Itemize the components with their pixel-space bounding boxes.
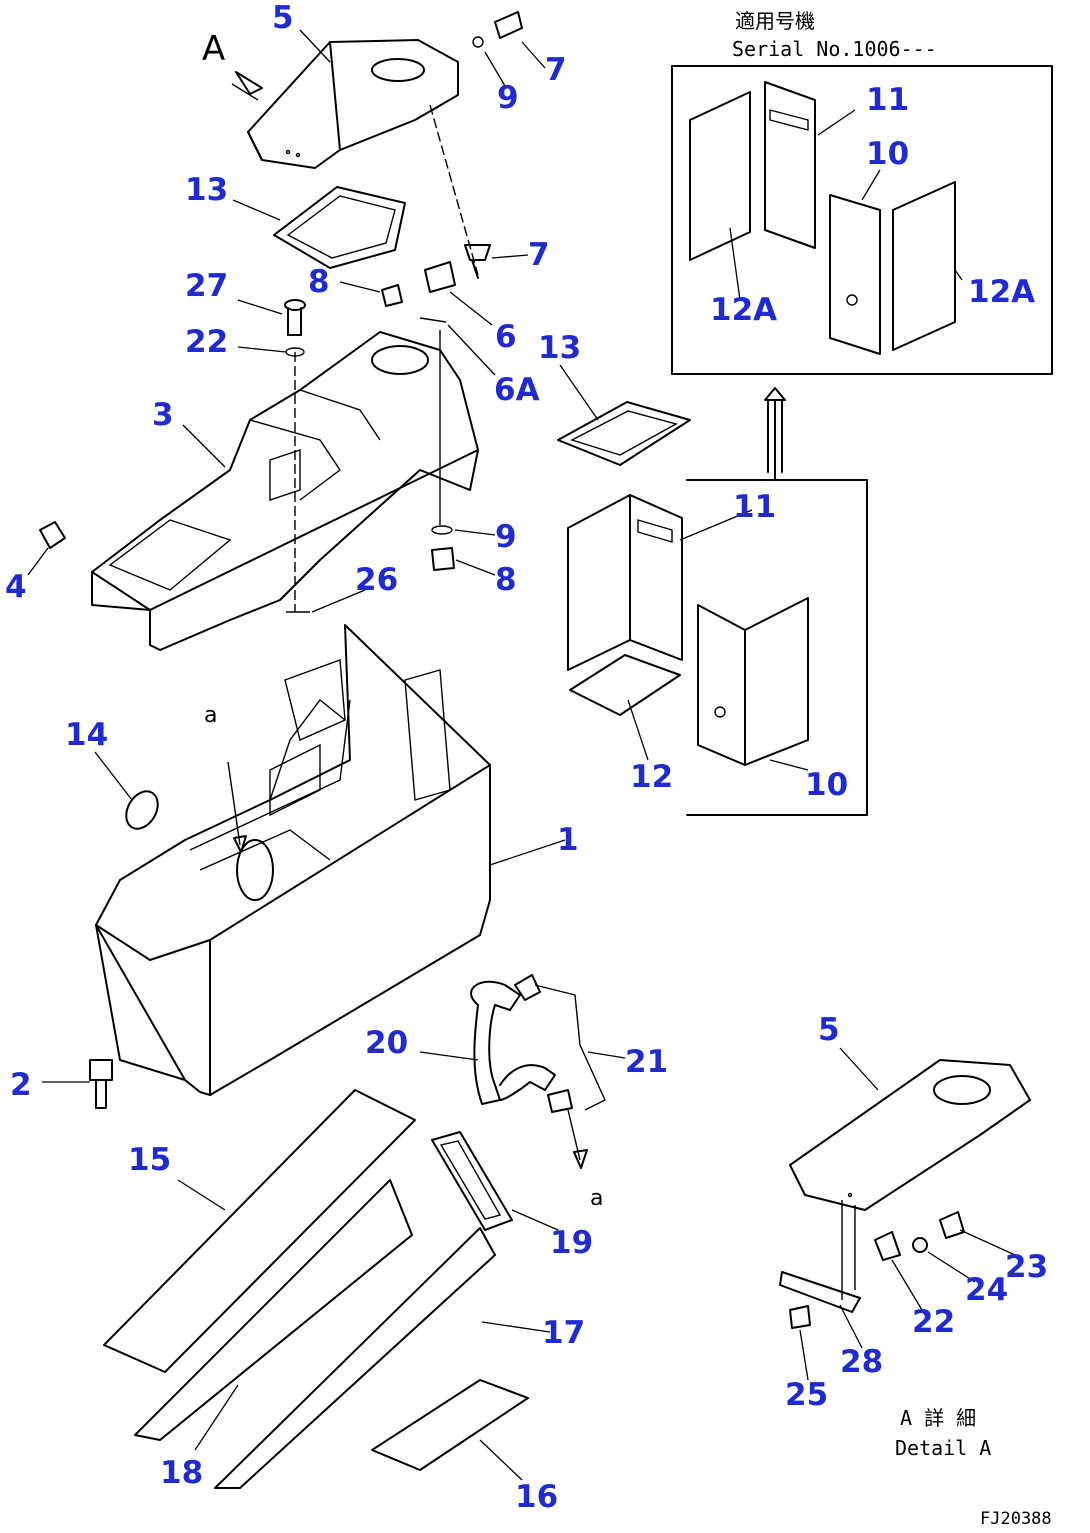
callout-8-mid: 8 xyxy=(308,264,330,300)
armrest-cover-part xyxy=(247,39,459,169)
callout-24: 24 xyxy=(965,1272,1008,1308)
gasket-19 xyxy=(431,1131,513,1231)
gasket-13-left xyxy=(273,186,406,269)
mat-18 xyxy=(134,1179,413,1441)
section-mark-a-upper: a xyxy=(204,703,217,728)
callout-16: 16 xyxy=(515,1479,558,1515)
mat-17 xyxy=(214,1227,496,1489)
callout-1: 1 xyxy=(557,822,579,858)
callout-11-inset: 11 xyxy=(866,82,909,118)
bolt-2 xyxy=(89,1059,113,1109)
callout-6a: 6A xyxy=(494,372,540,408)
callout-12a-left: 12A xyxy=(710,292,777,328)
callout-19: 19 xyxy=(550,1225,593,1261)
callout-12a-right: 12A xyxy=(968,274,1035,310)
section-mark-a-lower: a xyxy=(590,1186,603,1211)
callout-5-top: 5 xyxy=(272,0,294,36)
serial-note-line1: 適用号機 xyxy=(735,9,815,33)
console-cover-3 xyxy=(91,331,479,651)
panel-10-box xyxy=(697,597,809,766)
callout-7-top: 7 xyxy=(545,52,567,88)
callout-28: 28 xyxy=(840,1344,883,1380)
bolt-7-mid xyxy=(464,244,491,279)
callout-9-mid: 9 xyxy=(495,519,517,555)
callout-labels: 5 7 9 13 7 27 8 6 22 6A 3 13 9 8 4 26 11… xyxy=(5,0,1048,1515)
callout-26: 26 xyxy=(355,562,398,598)
clamp-21 xyxy=(514,974,606,1113)
clamp-6 xyxy=(424,261,456,293)
view-letter-a: A xyxy=(202,29,225,69)
hose-20 xyxy=(470,980,556,1105)
gasket-13-right xyxy=(557,401,691,466)
callout-22-detail: 22 xyxy=(912,1304,955,1340)
bolt-7-top xyxy=(472,11,523,48)
console-box-1 xyxy=(95,624,491,1096)
bolt-27 xyxy=(284,299,306,336)
callout-10-box: 10 xyxy=(805,767,848,803)
callout-3: 3 xyxy=(152,397,174,433)
washer-9-mid xyxy=(431,525,453,535)
callout-25: 25 xyxy=(785,1377,828,1413)
callout-15: 15 xyxy=(128,1142,171,1178)
callout-2: 2 xyxy=(10,1067,32,1103)
callout-23: 23 xyxy=(1005,1249,1048,1285)
callout-8-low: 8 xyxy=(495,562,517,598)
callout-20: 20 xyxy=(365,1025,408,1061)
section-arrow-a-lower xyxy=(567,1109,588,1169)
plate-6a xyxy=(419,317,447,323)
serial-inset-box xyxy=(671,65,1053,375)
callout-6: 6 xyxy=(495,319,517,355)
plate-12 xyxy=(569,654,681,716)
serial-note-line2: Serial No.1006--- xyxy=(732,37,937,61)
callout-12: 12 xyxy=(630,759,673,795)
callout-14: 14 xyxy=(65,717,108,753)
callout-5-detail: 5 xyxy=(818,1012,840,1048)
bolt-4 xyxy=(39,521,66,549)
callout-27: 27 xyxy=(185,268,228,304)
callout-10-inset: 10 xyxy=(866,136,909,172)
leader-lines xyxy=(27,29,1016,1481)
callout-18: 18 xyxy=(160,1455,203,1491)
mat-15 xyxy=(103,1089,416,1373)
detail-a-part-5 xyxy=(789,1059,1031,1300)
callout-17: 17 xyxy=(542,1315,585,1351)
callout-9-top: 9 xyxy=(497,80,519,116)
assembly-lines xyxy=(294,104,479,612)
callout-4: 4 xyxy=(5,569,27,605)
callout-22-left: 22 xyxy=(185,324,228,360)
detail-note-line2: Detail A xyxy=(895,1436,991,1460)
callout-7-mid: 7 xyxy=(528,237,550,273)
view-arrow-a xyxy=(231,71,263,101)
nut-8-low xyxy=(431,547,455,571)
section-arrow-a-upper xyxy=(227,761,247,853)
detail-note-line1: A 詳 細 xyxy=(900,1406,976,1430)
grommet-14 xyxy=(125,790,159,830)
nut-8-mid xyxy=(381,284,403,307)
callout-13-left: 13 xyxy=(185,172,228,208)
mat-16 xyxy=(371,1379,529,1471)
callout-11-box: 11 xyxy=(733,489,776,525)
panel-11-box xyxy=(567,494,683,671)
cover-set-box xyxy=(686,387,868,816)
callout-13-right: 13 xyxy=(538,330,581,366)
drawing-code: FJ20388 xyxy=(980,1509,1052,1529)
callout-21: 21 xyxy=(625,1044,668,1080)
